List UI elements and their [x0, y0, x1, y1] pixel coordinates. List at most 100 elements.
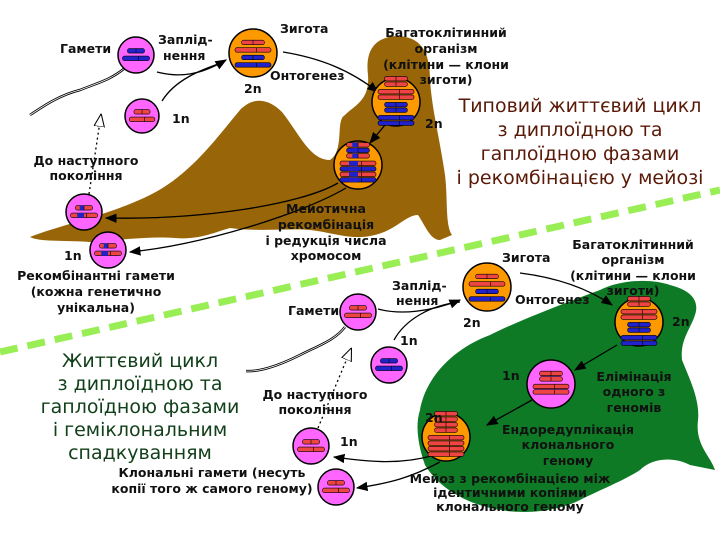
chromosome-segment	[352, 148, 358, 153]
chromosome	[532, 383, 570, 390]
cell-circle	[89, 231, 127, 269]
cell-circle	[370, 346, 408, 384]
bottom-gamete-blue	[370, 346, 408, 384]
top-meiosis-cell	[333, 140, 383, 190]
bottom-endo-diploid-label: 2n	[425, 410, 443, 425]
chromosome-segment	[79, 205, 84, 211]
chromosome-segment	[349, 177, 358, 183]
chromosome	[234, 47, 272, 53]
bottom-next-gen-label: До наступного	[263, 387, 368, 402]
bottom-clonal-haploid-label: 1n	[340, 434, 358, 449]
top-title: з диплоїдною та	[497, 119, 662, 141]
bottom-endoreduplication-label: геному	[543, 453, 594, 468]
cell-circle	[317, 468, 355, 506]
chromosome	[375, 365, 403, 371]
top-organism-label: (клітини — клони	[383, 57, 509, 72]
bottom-elimination-label: Елімінація	[596, 369, 671, 384]
cell-circle	[292, 427, 330, 465]
bottom-organism-diploid-label: 2n	[672, 314, 690, 329]
top-next-gen-label: покоління	[49, 168, 122, 183]
top-title: гаплоїдною фазами	[481, 143, 680, 165]
top-title: і рекомбінацією у мейозі	[457, 167, 704, 189]
chromosome	[620, 340, 658, 346]
chromosome	[468, 296, 506, 302]
bottom-next-gen-label: покоління	[278, 402, 351, 417]
top-recomb-gametes-label: унікальна)	[57, 300, 135, 315]
chromosome	[620, 314, 658, 320]
bottom-clonal-gametes-label: Клональні гамети (несуть	[119, 465, 306, 480]
chromosome	[427, 451, 465, 457]
chromosome	[128, 116, 156, 122]
chromosome	[427, 435, 465, 441]
chromosome	[468, 281, 506, 287]
top-organism-cell	[371, 76, 421, 127]
bottom-gamete-red	[339, 293, 377, 331]
chromosome-segment	[352, 142, 358, 148]
bottom-clonal-gametes-label: копії того ж самого геному)	[111, 481, 312, 496]
bottom-ontogenesis-label: Онтогенез	[515, 292, 589, 307]
chromosome-segment	[103, 243, 108, 249]
top-recomb-gamete-1	[65, 193, 103, 231]
bottom-organism-label: Багатоклітинний	[572, 237, 693, 252]
chromosome	[620, 309, 658, 315]
top-recomb-haploid-label: 1n	[64, 248, 82, 263]
chromosome	[322, 487, 350, 493]
chromosome	[344, 312, 372, 318]
bottom-organism-label: зиготи)	[607, 283, 660, 298]
bottom-haploid-label: 1n	[400, 333, 418, 348]
cell-circle	[339, 293, 377, 331]
cell-circle	[124, 98, 160, 134]
top-zygote-label: Зигота	[280, 21, 328, 36]
top-organism-label: Багатоклітинний	[385, 25, 506, 40]
sperm-tail	[29, 67, 126, 117]
chromosome	[532, 389, 570, 395]
top-organism-diploid-label: 2n	[425, 116, 443, 131]
bottom-title: спадкуванням	[68, 442, 212, 464]
chromosome-segment	[77, 213, 84, 218]
top-zygote	[228, 28, 278, 78]
bottom-gametes-label: Гамети	[288, 303, 339, 318]
bottom-clonal-gamete-2	[317, 468, 355, 506]
top-organism-label: зиготи)	[420, 72, 473, 87]
bottom-fertilization-label: Заплід-	[392, 278, 447, 293]
bottom-meiosis-label: Мейоз з рекомбінацією між	[410, 471, 611, 486]
bottom-zygote	[462, 262, 512, 312]
bottom-title: і геміклональним	[53, 419, 227, 441]
bottom-title: гаплоїдною фазами	[41, 396, 240, 418]
divider-dashed-line	[0, 186, 720, 356]
bottom-organism-label: (клітини — клони	[570, 268, 696, 283]
bottom-endoreduplicated-cell	[421, 411, 471, 462]
top-recomb-gametes-label: (кожна генетично	[31, 284, 162, 299]
bottom-title: з диплоїдною та	[57, 373, 222, 395]
chromosome	[377, 94, 415, 100]
chromosome	[234, 62, 272, 68]
cell-circle	[117, 36, 155, 74]
top-title: Типовий життєвий цикл	[458, 95, 702, 117]
top-arrows	[29, 51, 386, 256]
bottom-eliminated-haploid-label: 1n	[502, 368, 520, 383]
top-recomb-gamete-2	[89, 231, 127, 269]
top-haploid-label: 1n	[172, 111, 190, 126]
bottom-elimination-label: одного з	[603, 384, 666, 399]
top-recomb-gametes-label: Рекомбінантні гамети	[17, 268, 175, 283]
chromosome	[122, 55, 150, 61]
top-zygote-diploid-label: 2n	[244, 81, 262, 96]
bottom-fertilization-label: нення	[396, 293, 438, 308]
chromosome	[377, 115, 415, 121]
chromosome	[427, 446, 465, 452]
bottom-zygote-diploid-label: 2n	[463, 315, 481, 330]
top-gamete-blue	[117, 36, 155, 74]
chromosome	[620, 335, 658, 341]
chromosome-segment	[101, 251, 108, 256]
bottom-meiosis-label: ідентичними копіями	[433, 485, 587, 500]
bottom-organism-cell	[614, 296, 664, 347]
top-next-gen-label: До наступного	[34, 153, 139, 168]
chromosome	[427, 440, 465, 446]
top-meiosis-label: хромосом	[291, 248, 362, 263]
bottom-endoreduplication-label: Ендоредуплікація	[502, 422, 634, 437]
bottom-elimination-label: геномів	[607, 400, 662, 415]
top-organism-label: організм	[415, 41, 478, 56]
top-fertilization-label: Заплід-	[158, 32, 213, 47]
top-gametes-label: Гамети	[60, 41, 111, 56]
